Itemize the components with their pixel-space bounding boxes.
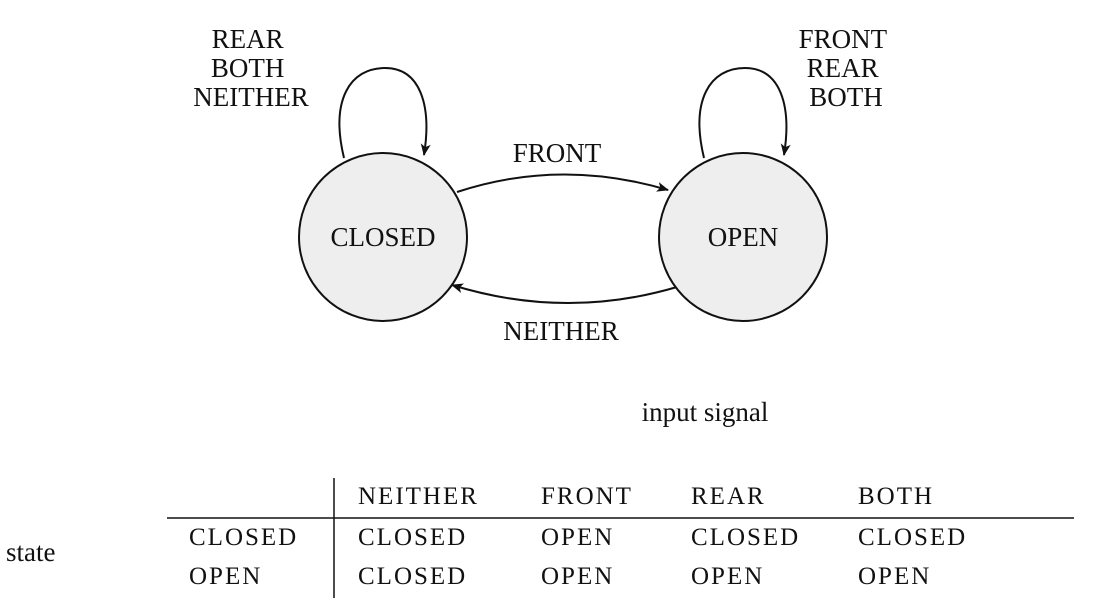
table-row-open-state: OPEN	[189, 563, 262, 590]
table-cell: OPEN	[541, 524, 614, 551]
table-cell: CLOSED	[358, 563, 467, 590]
closed-self-label-1: REAR	[212, 24, 284, 54]
table-header-rear: REAR	[691, 483, 766, 510]
open-self-label-2: REAR	[807, 53, 879, 83]
closed-to-open-arrow	[456, 173, 669, 193]
table-header-both: BOTH	[858, 483, 934, 510]
table-cell: OPEN	[541, 563, 614, 590]
state-closed-label: CLOSED	[330, 222, 435, 252]
table-row-closed-state: CLOSED	[189, 524, 298, 551]
table-cell: CLOSED	[358, 524, 467, 551]
open-self-label-1: FRONT	[799, 24, 888, 54]
table-cell: CLOSED	[691, 524, 800, 551]
state-closed-node	[298, 152, 468, 322]
state-open-node	[658, 152, 828, 322]
table-cell: OPEN	[858, 563, 931, 590]
open-self-label-3: BOTH	[809, 82, 883, 112]
table-row-axis-label: state	[6, 537, 55, 567]
table-cell: OPEN	[691, 563, 764, 590]
closed-self-loop-label: REAR BOTH NEITHER	[193, 24, 308, 112]
state-open-label: OPEN	[708, 222, 779, 252]
table-header-front: FRONT	[541, 483, 633, 510]
open-self-loop-arrow	[698, 66, 791, 159]
table-cell: CLOSED	[858, 524, 967, 551]
closed-self-loop-arrow	[338, 66, 431, 159]
closed-self-label-2: BOTH	[211, 53, 285, 83]
table-header-neither: NEITHER	[358, 483, 479, 510]
open-self-loop-label: FRONT REAR BOTH	[799, 24, 894, 112]
open-to-closed-label: NEITHER	[503, 316, 618, 346]
closed-to-open-label: FRONT	[513, 138, 602, 168]
open-to-closed-arrow	[451, 283, 678, 304]
closed-self-label-3: NEITHER	[193, 82, 308, 112]
table-column-axis-label: input signal	[642, 397, 769, 427]
